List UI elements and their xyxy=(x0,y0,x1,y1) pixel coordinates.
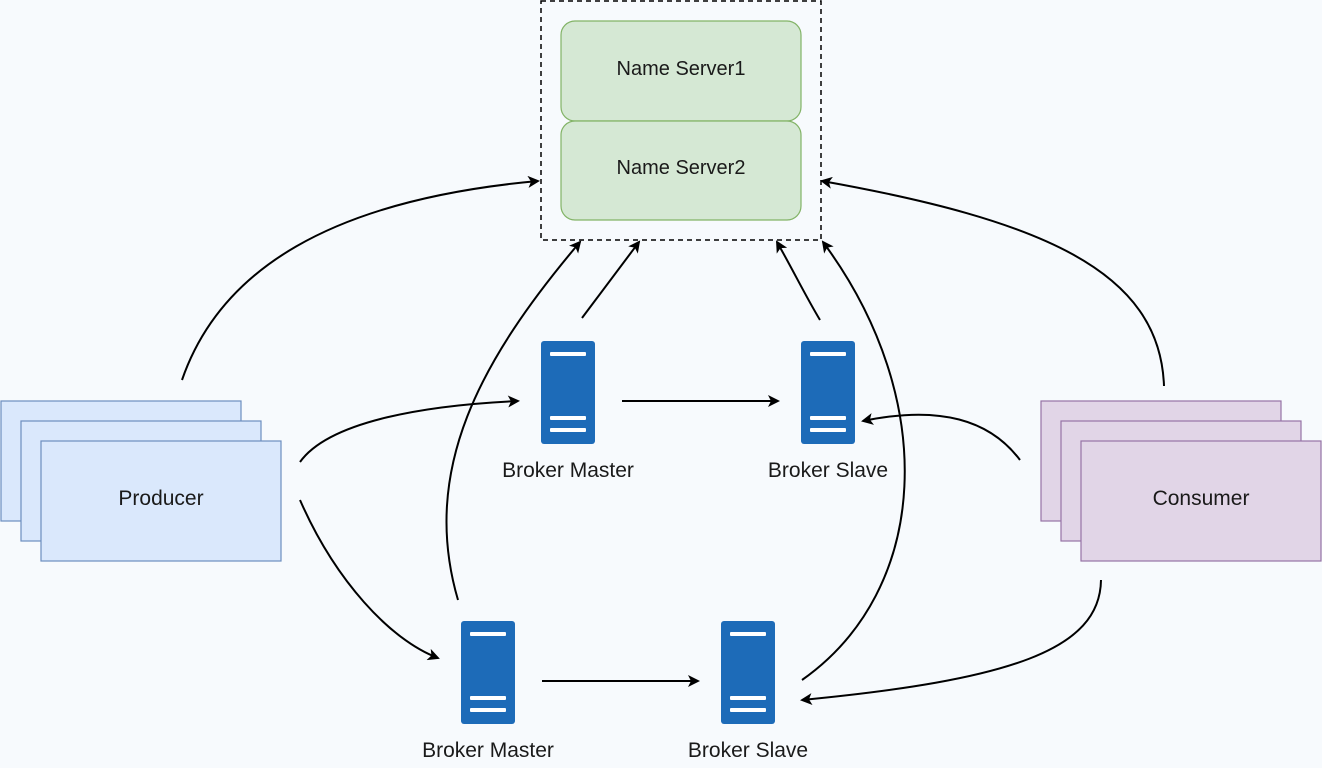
arrow-slave-bottom-to-nameserver xyxy=(801,240,906,681)
name-server2-label: Name Server2 xyxy=(616,157,746,179)
name-server1-label: Name Server1 xyxy=(616,58,746,80)
arrow-consumer-to-slave-top xyxy=(861,413,1021,461)
broker-master-top-label: Broker Master xyxy=(502,459,634,482)
name-server2-box[interactable] xyxy=(560,120,802,221)
arrow-master-top-to-nameserver xyxy=(581,240,641,319)
broker-master-top-icon[interactable] xyxy=(541,341,595,444)
broker-slave-top-icon[interactable] xyxy=(801,341,855,444)
broker-slave-top-label: Broker Slave xyxy=(767,459,889,482)
broker-slave-bottom-label: Broker Slave xyxy=(687,739,809,762)
consumer-stack[interactable] xyxy=(1040,400,1322,562)
consumer-box[interactable] xyxy=(1080,440,1322,562)
name-server-cluster-border xyxy=(540,0,822,241)
arrow-consumer-to-nameserver xyxy=(820,176,1165,387)
connection-arrows xyxy=(181,175,1165,706)
producer-box[interactable] xyxy=(40,440,282,562)
consumer-label: Consumer xyxy=(1152,487,1250,510)
arrow-slave-top-to-nameserver xyxy=(776,240,821,321)
broker-master-bottom-icon[interactable] xyxy=(461,621,515,724)
arrow-consumer-to-slave-bottom xyxy=(800,579,1102,706)
name-server-cluster xyxy=(540,0,822,241)
arrow-master-bottom-to-nameserver xyxy=(445,240,582,601)
arrow-producer-to-nameserver xyxy=(181,175,540,381)
arrow-producer-to-master-top xyxy=(299,395,520,463)
producer-label: Producer xyxy=(118,487,204,510)
producer-stack[interactable] xyxy=(0,400,282,562)
arrow-producer-to-master-bottom xyxy=(299,499,440,661)
broker-slave-bottom-icon[interactable] xyxy=(721,621,775,724)
broker-master-bottom-label: Broker Master xyxy=(422,739,554,762)
